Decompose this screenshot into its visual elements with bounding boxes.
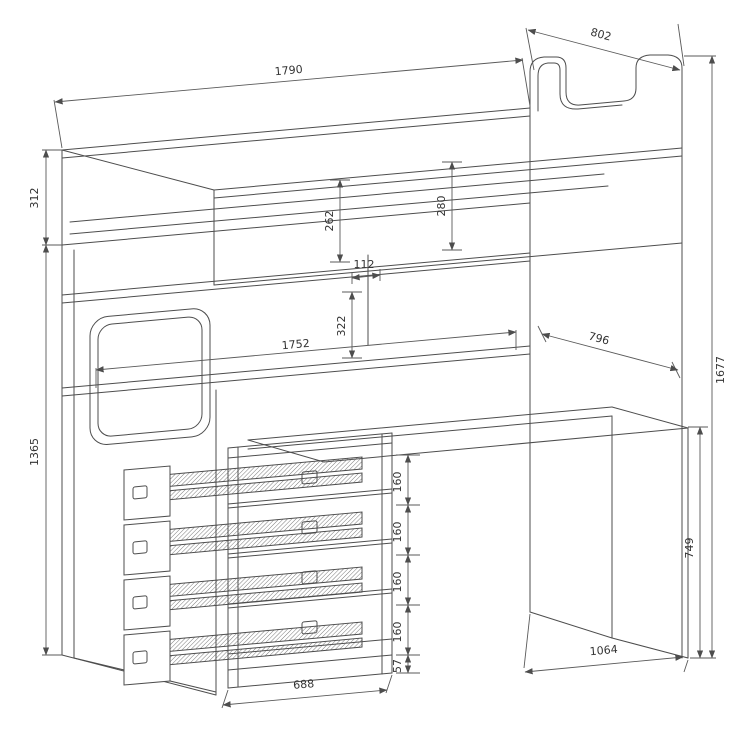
exploded-drawer-1 xyxy=(123,456,363,521)
drawer-front-bottom xyxy=(227,488,393,505)
cabinet-bottom xyxy=(227,672,393,689)
back-rail-bottom xyxy=(213,242,683,286)
dimension-line xyxy=(95,329,517,373)
exploded-drawer-2 xyxy=(123,511,363,576)
dim-label-160-3: 160 xyxy=(391,572,404,593)
underframe-edge-1 xyxy=(61,252,531,296)
drawer-front-top xyxy=(227,592,393,609)
left-end-top-edge xyxy=(61,149,215,191)
drawer-handle-icon xyxy=(132,485,148,500)
drawer-handle-icon xyxy=(132,650,148,665)
dim-depth-top: 802 xyxy=(525,23,685,72)
drawer-handle-icon xyxy=(132,595,148,610)
dim-length-top: 1790 xyxy=(53,57,531,149)
dim-label-57: 57 xyxy=(391,659,404,673)
dim-drawer-unit-width: 688 xyxy=(221,674,393,709)
dim-inner-length: 1752 xyxy=(95,329,517,388)
exploded-drawers xyxy=(123,456,363,686)
bed-structure xyxy=(61,54,689,696)
drawer-front-bottom xyxy=(227,538,393,555)
dimension-line xyxy=(524,654,684,675)
dim-label-802: 802 xyxy=(589,26,613,44)
underframe-edge-2 xyxy=(61,260,531,304)
back-rail-top xyxy=(213,147,683,191)
desk xyxy=(247,406,689,659)
cabinet-plinth xyxy=(227,654,393,671)
dim-label-262: 262 xyxy=(323,211,336,232)
dim-label-280: 280 xyxy=(435,196,448,217)
cabinet-top xyxy=(227,432,393,449)
dim-label-160-2: 160 xyxy=(391,522,404,543)
dim-label-322: 322 xyxy=(335,316,348,337)
top-bunk xyxy=(61,54,683,659)
dim-label-749: 749 xyxy=(683,538,696,559)
dim-label-1064: 1064 xyxy=(589,643,618,658)
dimension-line xyxy=(541,332,679,372)
dimension-line xyxy=(351,272,381,281)
dim-overall-height: 1677 xyxy=(684,55,727,659)
dim-rail-height: 312 xyxy=(28,149,62,246)
front-rail-top xyxy=(61,107,531,151)
dim-inner-front-rail: 262 xyxy=(323,179,350,263)
dim-label-312: 312 xyxy=(28,188,41,209)
dim-label-1790: 1790 xyxy=(274,63,303,78)
dim-desk-depth: 796 xyxy=(537,325,681,379)
desk-front-inner xyxy=(247,415,613,450)
desk-back-edge xyxy=(323,427,689,463)
drawer-handle-icon xyxy=(132,540,148,555)
dimension-line xyxy=(222,687,388,708)
extension-line xyxy=(683,659,689,673)
exploded-drawer-3 xyxy=(123,566,363,631)
dim-label-796: 796 xyxy=(587,330,611,348)
dim-left-height: 1365 xyxy=(28,244,62,656)
dim-label-160-1: 160 xyxy=(391,472,404,493)
exploded-drawer-4 xyxy=(123,621,363,686)
dim-drawer-pitches: 160 160 160 160 57 xyxy=(391,454,420,674)
drawer-front-top xyxy=(227,442,393,459)
dim-desk-width: 1064 xyxy=(523,613,689,675)
dim-inner-back-rail: 280 xyxy=(435,161,462,251)
dim-desk-height: 749 xyxy=(683,426,708,659)
dim-label-1677: 1677 xyxy=(714,356,727,384)
desk-left-edge xyxy=(247,439,325,463)
dim-label-1365: 1365 xyxy=(28,438,41,466)
dimension-line xyxy=(54,57,524,105)
floor-edge-right xyxy=(529,611,613,639)
back-rail-top-inner xyxy=(213,155,683,199)
dim-label-1752: 1752 xyxy=(281,337,310,352)
extension-line xyxy=(53,99,63,149)
dim-label-160-4: 160 xyxy=(391,622,404,643)
dim-panel-gap: 112 xyxy=(351,258,381,284)
dim-label-112: 112 xyxy=(354,258,375,271)
drawer-front-top xyxy=(227,542,393,559)
dimension-line xyxy=(527,28,681,72)
desk-right-edge xyxy=(611,406,689,429)
dim-label-688: 688 xyxy=(293,677,315,692)
dimension-annotations: 1790 802 312 1365 1677 7 xyxy=(28,23,727,709)
front-rail-top-inner xyxy=(61,115,531,159)
desk-front-edge xyxy=(247,406,613,441)
drawer-front-top xyxy=(227,492,393,509)
